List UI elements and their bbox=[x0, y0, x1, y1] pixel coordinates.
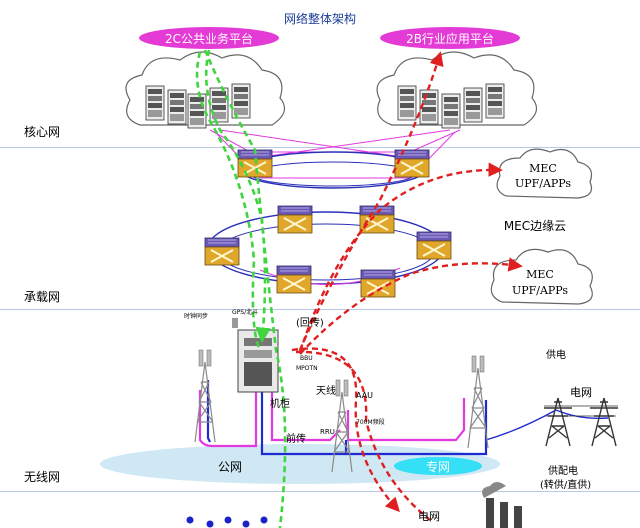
cabinet-label: 机柜 bbox=[270, 397, 290, 410]
public-net-label: 公网 bbox=[218, 460, 242, 474]
mec-top-line2: UPF/APPs bbox=[515, 177, 571, 190]
server-icon bbox=[145, 85, 165, 121]
server-icon bbox=[485, 83, 505, 119]
router-icon bbox=[416, 231, 452, 260]
device-dots bbox=[186, 516, 268, 528]
mec-edge-cloud-label: MEC边缘云 bbox=[504, 219, 566, 233]
core-layer-band bbox=[0, 0, 640, 148]
fronthaul-label: 前传 bbox=[286, 432, 306, 445]
power-wires bbox=[544, 405, 618, 417]
antenna-label: 天线 bbox=[316, 384, 336, 397]
device-dot bbox=[242, 520, 250, 528]
gps-beidou-label: GPS/北斗 bbox=[232, 308, 258, 316]
power-pylon-icon bbox=[589, 397, 619, 447]
factory-icon bbox=[482, 482, 522, 528]
rru-label: RRU bbox=[320, 428, 335, 436]
2b-traffic-paths bbox=[291, 51, 523, 521]
rack-unit bbox=[244, 362, 272, 386]
device-dot bbox=[206, 520, 214, 528]
server-icon bbox=[231, 83, 251, 119]
device-dot bbox=[186, 516, 194, 524]
power-supply-label: 供电 bbox=[546, 348, 566, 361]
2b-platform-label: 2B行业应用平台 bbox=[406, 31, 494, 46]
device-dot bbox=[224, 516, 232, 524]
mec-bottom-line2: UPF/APPs bbox=[512, 284, 568, 297]
aau-label: AAU bbox=[356, 391, 373, 400]
fronthaul-fiber-right bbox=[346, 398, 466, 442]
distribution-label: 供配电 bbox=[548, 464, 578, 477]
band-700m-label: 700M频段 bbox=[356, 418, 385, 426]
server-icon bbox=[463, 87, 483, 123]
mpotn-unit bbox=[244, 350, 272, 358]
server-icon bbox=[209, 87, 229, 123]
power-supply-line bbox=[485, 409, 609, 441]
core-layer-label: 核心网 bbox=[24, 125, 61, 139]
bearer-ring-lower bbox=[207, 211, 445, 285]
device-dot bbox=[260, 516, 268, 524]
mec-bottom-line1: MEC bbox=[526, 268, 554, 281]
2c-platform-label: 2C公共业务平台 bbox=[165, 31, 253, 46]
wireless-layer-label: 无线网 bbox=[24, 470, 61, 484]
router-icon bbox=[277, 205, 313, 234]
distribution-mode-label: (转供/直供) bbox=[540, 478, 591, 491]
2c-platform-ellipse bbox=[139, 27, 279, 49]
mec-top-line1: MEC bbox=[529, 162, 557, 175]
bearer-layer-band bbox=[0, 148, 640, 310]
fronthaul-fiber-left bbox=[198, 380, 258, 448]
backhaul-label: (回传) bbox=[296, 317, 324, 329]
private-net-ellipse bbox=[394, 457, 482, 475]
cell-tower-icon bbox=[194, 349, 216, 443]
private-net-label: 专网 bbox=[426, 459, 450, 474]
grid-bottom-label: 电网 bbox=[418, 510, 440, 523]
bbu-label: BBU bbox=[300, 355, 313, 362]
2b-platform-ellipse bbox=[380, 27, 520, 49]
server-icon bbox=[167, 89, 187, 125]
router-icon bbox=[359, 205, 395, 234]
clock-sync-label: 时钟同步 bbox=[184, 312, 208, 320]
diagram-title: 网络整体架构 bbox=[283, 12, 356, 26]
server-icon bbox=[441, 93, 461, 129]
bearer-ring-upper-inner bbox=[250, 161, 416, 187]
gps-receiver-icon bbox=[232, 318, 238, 328]
server-icon bbox=[397, 85, 417, 121]
router-icon bbox=[394, 149, 430, 178]
2c-traffic-paths bbox=[195, 49, 287, 528]
server-icon bbox=[187, 93, 207, 129]
power-pylon-icon bbox=[543, 397, 573, 447]
grid-label: 电网 bbox=[570, 386, 592, 399]
mpotn-label: MPOTN bbox=[296, 365, 318, 372]
bearer-layer-label: 承载网 bbox=[24, 290, 61, 304]
router-icon bbox=[204, 237, 240, 266]
wireless-layer-band bbox=[0, 310, 640, 492]
fronthaul-fiber-center bbox=[270, 390, 341, 442]
router-icon bbox=[276, 265, 312, 294]
